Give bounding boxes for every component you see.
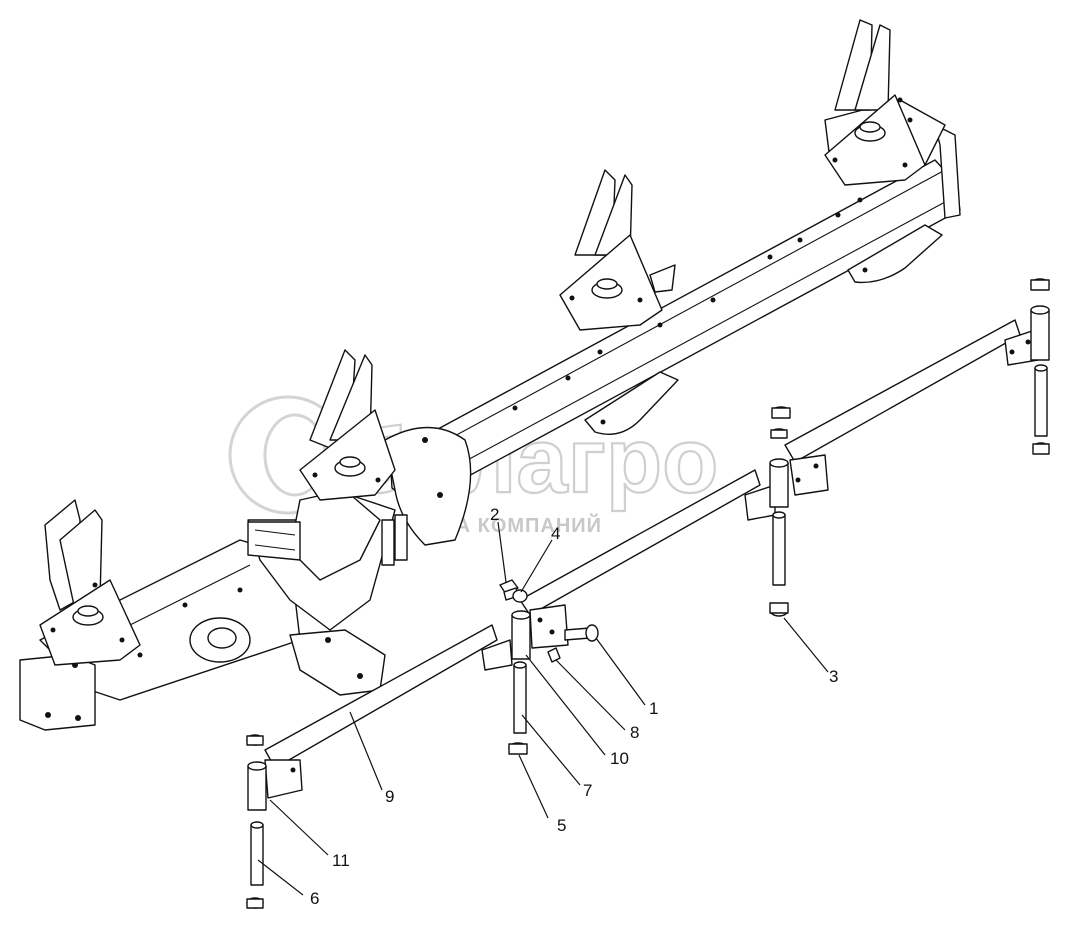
leader-lines xyxy=(257,521,829,896)
callout-5: 5 xyxy=(557,816,566,835)
shank-mount-3 xyxy=(559,169,676,331)
link-bar-upper xyxy=(519,469,776,649)
callout-1: 1 xyxy=(649,699,658,718)
bushing-5 xyxy=(508,742,528,755)
bushing-11 xyxy=(247,761,267,811)
shank-mount-1 xyxy=(39,499,141,666)
washer-4 xyxy=(512,589,528,603)
shank-mount-2 xyxy=(299,349,396,501)
main-frame-beam xyxy=(389,124,961,506)
callout-8: 8 xyxy=(630,723,639,742)
callout-6: 6 xyxy=(310,889,319,908)
pin-3-assembly xyxy=(769,406,791,617)
callout-9: 9 xyxy=(385,787,394,806)
callout-4: 4 xyxy=(551,524,560,543)
callout-7: 7 xyxy=(583,781,592,800)
link-bar-rear xyxy=(784,319,1039,496)
pin-rear-assembly xyxy=(1030,278,1050,455)
shank-mount-4 xyxy=(824,19,926,186)
bolt-1 xyxy=(564,624,599,642)
callout-labels: 1 2 3 4 5 6 7 8 9 10 11 xyxy=(310,505,838,908)
callout-11: 11 xyxy=(332,851,350,870)
callout-2: 2 xyxy=(490,505,499,524)
pin-6 xyxy=(246,734,264,909)
grease-fitting-8 xyxy=(547,647,561,663)
callout-3: 3 xyxy=(829,667,838,686)
callout-10: 10 xyxy=(610,749,629,768)
link-bar-9 xyxy=(264,624,513,799)
bushing-10 xyxy=(511,610,531,660)
hitch-assembly xyxy=(247,426,472,631)
pin-7 xyxy=(513,661,527,734)
